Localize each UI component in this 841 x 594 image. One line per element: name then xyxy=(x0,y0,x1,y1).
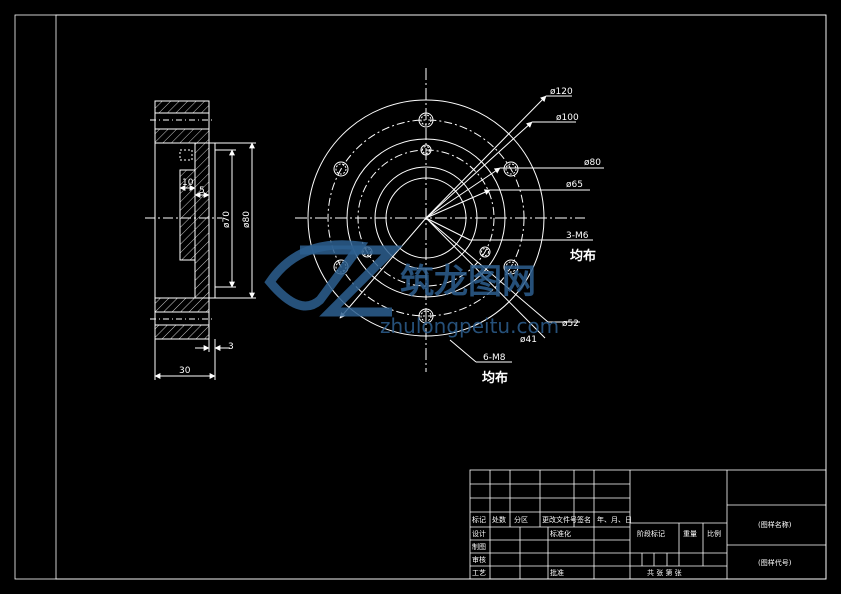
tb-stage-mark: 阶段标记 xyxy=(637,529,665,538)
tb-date: 年、月、日 xyxy=(597,515,632,524)
tb-mark: 标记 xyxy=(472,515,486,524)
tb-draw: 制图 xyxy=(472,542,486,551)
note-evenly-m6: 均布 xyxy=(570,248,596,264)
tb-approve: 批准 xyxy=(550,568,564,577)
dim-30: 30 xyxy=(179,366,191,376)
dim-6-m8: 6-M8 xyxy=(483,353,506,363)
tb-check: 审核 xyxy=(472,555,486,564)
watermark-logo xyxy=(264,240,403,317)
hatch-top-body xyxy=(154,128,210,144)
note-evenly-m8: 均布 xyxy=(482,370,508,386)
hatch-bottom-flange xyxy=(154,297,210,313)
tb-drawing-code: (图样代号) xyxy=(758,558,792,567)
dim-d65: ø65 xyxy=(566,180,583,190)
circle-bolt-pcd xyxy=(327,119,525,317)
front-view xyxy=(295,68,604,372)
tb-sheets: 共 张 第 张 xyxy=(647,568,682,577)
dim-d80: ø80 xyxy=(242,211,252,228)
circle-m6-pcd xyxy=(357,149,495,287)
side-section-view xyxy=(145,100,256,380)
inner-frame xyxy=(55,14,827,580)
title-block xyxy=(469,469,827,580)
circle-d120 xyxy=(307,99,545,337)
dim-3: 3 xyxy=(228,342,234,352)
dim-d70: ø70 xyxy=(222,211,232,228)
tb-doc-no: 更改文件号 xyxy=(542,515,577,524)
tb-drawing-name: (图样名称) xyxy=(758,520,792,529)
hatch-bottom-body xyxy=(154,324,210,340)
dim-d80-front: ø80 xyxy=(584,158,601,168)
watermark-url: zhulongpeitu.com xyxy=(380,314,559,338)
circle-d41 xyxy=(385,177,467,259)
tb-zone: 分区 xyxy=(514,515,528,524)
tb-design: 设计 xyxy=(472,529,486,538)
hatch-top-flange xyxy=(154,100,210,114)
dim-d100: ø100 xyxy=(556,113,579,123)
tb-scale: 比例 xyxy=(707,529,721,538)
tb-sign: 签名 xyxy=(577,515,591,524)
circle-d80 xyxy=(346,138,506,298)
tb-count: 处数 xyxy=(492,515,506,524)
dim-d41: ø41 xyxy=(520,335,537,345)
dim-d120: ø120 xyxy=(550,87,573,97)
dim-10: 10 xyxy=(182,178,194,188)
m8-holes xyxy=(333,112,519,324)
dim-5: 5 xyxy=(199,186,205,196)
dim-3-m6: 3-M6 xyxy=(566,231,589,241)
dim-d52: ø52 xyxy=(562,319,579,329)
circle-d52 xyxy=(374,166,478,270)
tb-standardize: 标准化 xyxy=(550,529,571,538)
watermark-text: 筑龙图网 xyxy=(400,262,536,302)
tb-process: 工艺 xyxy=(472,569,486,577)
tb-weight: 重量 xyxy=(683,530,697,538)
